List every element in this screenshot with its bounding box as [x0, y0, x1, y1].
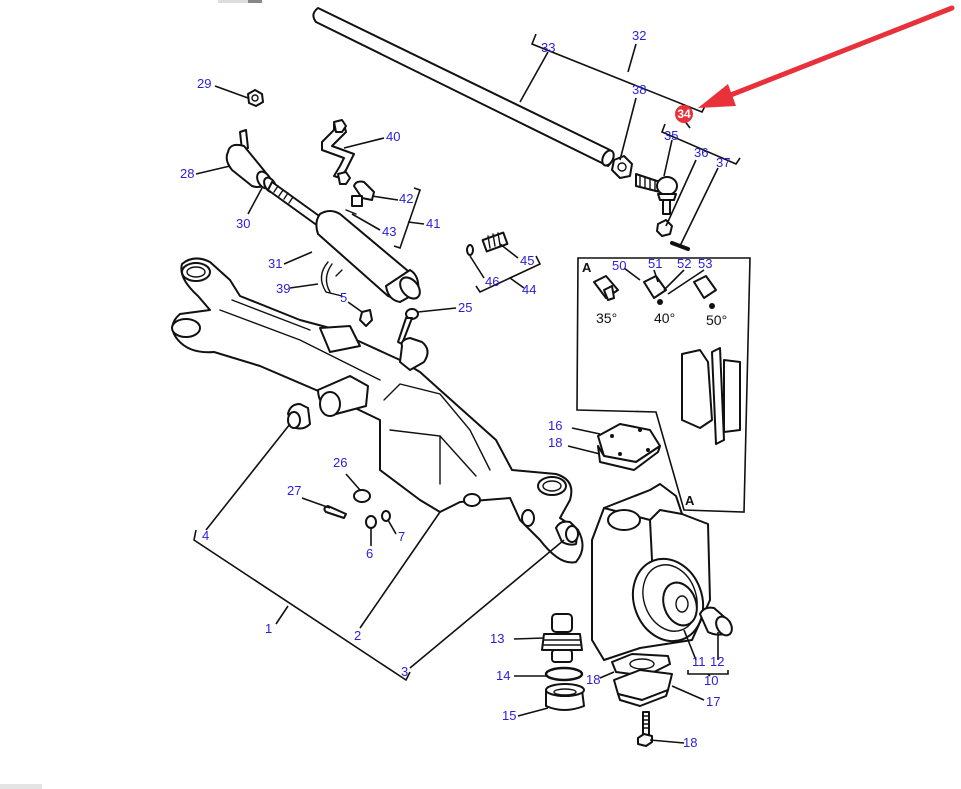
- angle-35: 35°: [596, 310, 617, 326]
- callout-7[interactable]: 7: [398, 529, 405, 544]
- axle-boss-upper: [317, 325, 429, 417]
- fitting-45: [481, 231, 509, 253]
- callout-51[interactable]: 51: [648, 256, 662, 271]
- detail-hub-view: [681, 347, 741, 445]
- top-scroll-remnant-dark: [248, 0, 262, 3]
- callout-39[interactable]: 39: [276, 281, 290, 296]
- shim-40deg: [643, 275, 667, 305]
- swivel-housing: [591, 483, 711, 661]
- nut-29: [247, 89, 264, 107]
- axle-beam: [171, 257, 584, 564]
- bottom-scroll-remnant: [0, 784, 42, 789]
- callout-42[interactable]: 42: [399, 191, 413, 206]
- bearing-15: [545, 683, 585, 711]
- shim-50deg: [693, 275, 717, 309]
- callout-25[interactable]: 25: [458, 300, 472, 315]
- callout-labels: 29 28 30 40 42 41 43 31 39 5 25 45 46 44…: [180, 28, 730, 750]
- detail-label-a-top: A: [582, 260, 592, 275]
- callout-16[interactable]: 16: [548, 418, 562, 433]
- angle-40: 40°: [654, 310, 675, 326]
- steering-cylinder-31: [315, 210, 421, 303]
- callout-14[interactable]: 14: [496, 668, 510, 683]
- hydraulic-pipe-40: [321, 119, 355, 185]
- callout-6[interactable]: 6: [366, 546, 373, 561]
- nut-38: [611, 155, 633, 179]
- callout-3[interactable]: 3: [401, 664, 408, 679]
- bracket-34: [660, 123, 741, 165]
- detail-label-a-bottom: A: [685, 493, 695, 508]
- callout-27[interactable]: 27: [287, 483, 301, 498]
- top-scroll-remnant: [218, 0, 262, 3]
- callout-29[interactable]: 29: [197, 76, 211, 91]
- detail-frame-a: [576, 257, 751, 513]
- callout-28[interactable]: 28: [180, 166, 194, 181]
- o-ring-43: [345, 209, 357, 215]
- callout-15[interactable]: 15: [502, 708, 516, 723]
- washer-26: [353, 489, 371, 503]
- callout-38[interactable]: 38: [632, 82, 646, 97]
- callout-17[interactable]: 17: [706, 694, 720, 709]
- callout-18-upper[interactable]: 18: [548, 435, 562, 450]
- grease-nipple-5: [359, 309, 373, 327]
- callout-2[interactable]: 2: [354, 628, 361, 643]
- bracket-1: [193, 529, 411, 682]
- callout-36[interactable]: 36: [694, 145, 708, 160]
- callout-40[interactable]: 40: [386, 129, 400, 144]
- bracket-41: [393, 187, 422, 250]
- o-ring-14: [544, 666, 584, 682]
- callout-4[interactable]: 4: [202, 528, 209, 543]
- king-pin-13: [541, 613, 583, 663]
- gasket-18: [611, 653, 671, 677]
- callout-1[interactable]: 1: [265, 621, 272, 636]
- callout-33[interactable]: 33: [541, 40, 555, 55]
- callout-41[interactable]: 41: [426, 216, 440, 231]
- bushing-12: [699, 606, 733, 637]
- callout-13[interactable]: 13: [490, 631, 504, 646]
- bolt-18: [637, 711, 653, 747]
- tie-rod-tube: [312, 7, 615, 167]
- bushing-4: [287, 403, 311, 430]
- bushing-3: [555, 520, 579, 546]
- leader-lines: [195, 51, 719, 744]
- callout-45[interactable]: 45: [520, 253, 534, 268]
- ball-joint-35: [635, 173, 678, 215]
- cover-plate-16: [597, 423, 661, 471]
- callout-12[interactable]: 12: [710, 654, 724, 669]
- callout-31[interactable]: 31: [268, 256, 282, 271]
- callout-5[interactable]: 5: [340, 290, 347, 305]
- highlight-arrow: [698, 5, 955, 108]
- washer-7: [381, 510, 391, 522]
- angle-50: 50°: [706, 312, 727, 328]
- highlighted-part-number: 34: [677, 107, 691, 121]
- callout-50[interactable]: 50: [612, 258, 626, 273]
- callout-18-middle[interactable]: 18: [586, 672, 600, 687]
- callout-18-lower[interactable]: 18: [683, 735, 697, 750]
- bracket-32: [530, 33, 707, 114]
- plug-6: [365, 515, 377, 529]
- callout-32[interactable]: 32: [632, 28, 646, 43]
- callout-52[interactable]: 52: [677, 256, 691, 271]
- elbow-fitting-42: [351, 180, 375, 207]
- callout-44[interactable]: 44: [522, 282, 536, 297]
- callout-30[interactable]: 30: [236, 216, 250, 231]
- nut-36: [656, 219, 673, 237]
- callout-10[interactable]: 10: [704, 673, 718, 688]
- o-ring-46: [466, 244, 474, 256]
- callout-46[interactable]: 46: [485, 274, 499, 289]
- callout-26[interactable]: 26: [333, 455, 347, 470]
- callout-35[interactable]: 35: [664, 128, 678, 143]
- callout-11[interactable]: 11: [692, 654, 706, 669]
- shim-35deg: [593, 275, 619, 301]
- callout-37[interactable]: 37: [716, 155, 730, 170]
- plate-17: [613, 669, 673, 707]
- callout-43[interactable]: 43: [382, 224, 396, 239]
- callout-53[interactable]: 53: [698, 256, 712, 271]
- highlighted-part-badge[interactable]: [675, 105, 693, 123]
- clip-39: [320, 261, 343, 297]
